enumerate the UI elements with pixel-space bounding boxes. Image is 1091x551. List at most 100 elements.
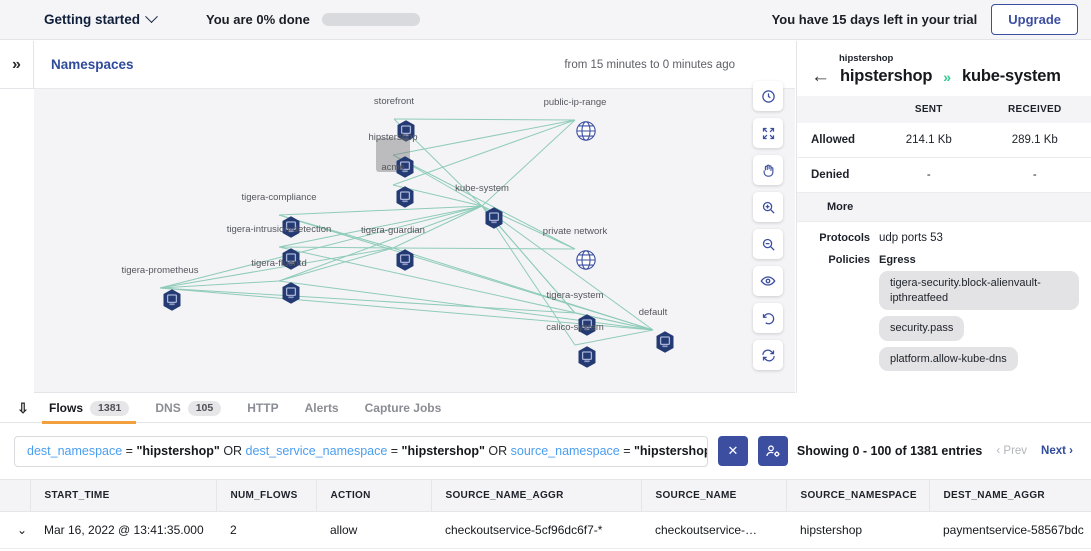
- zoom-in-icon[interactable]: [753, 192, 783, 222]
- query-token-val: "hipstershop: [634, 444, 708, 458]
- arrow-left-icon[interactable]: ←: [811, 66, 830, 87]
- policy-pill[interactable]: tigera-security.block-alienvault-ipthrea…: [879, 271, 1079, 311]
- policies-row: Policies Egress tigera-security.block-al…: [797, 244, 1091, 377]
- graph-title-namespaces[interactable]: Namespaces: [51, 57, 134, 72]
- expand-icon[interactable]: [753, 118, 783, 148]
- cell-source_name: checkoutservice-…: [641, 511, 786, 549]
- prev-page-button[interactable]: ‹ Prev: [996, 445, 1028, 457]
- chevron-double-down-icon[interactable]: ⇩: [17, 399, 29, 416]
- hand-icon[interactable]: [753, 155, 783, 185]
- tab-flows[interactable]: Flows 1381: [36, 394, 142, 424]
- query-token-op: =: [122, 444, 137, 458]
- tab-capture[interactable]: Capture Jobs: [352, 394, 455, 423]
- tab-label: Flows: [49, 401, 84, 415]
- onboarding-progress-bar: [321, 13, 420, 26]
- query-token-field: source_namespace: [510, 444, 620, 458]
- policies-direction-label: Egress: [879, 254, 916, 266]
- flows-col-source_name[interactable]: SOURCE_NAME: [641, 479, 787, 512]
- flows-col-source_name_aggr[interactable]: SOURCE_NAME_AGGR: [431, 479, 642, 512]
- flows-col-dest_name_aggr[interactable]: DEST_NAME_AGGR: [929, 479, 1091, 512]
- traffic-received-value: -: [978, 157, 1091, 193]
- detail-source-label: hipstershop: [840, 67, 933, 85]
- policy-list: tigera-security.block-alienvault-ipthrea…: [879, 271, 1079, 377]
- query-token-bool: OR: [219, 444, 246, 458]
- close-icon: ✕: [727, 443, 739, 458]
- cell-source_name_aggr: checkoutservice-5cf96dc6f7-*: [431, 511, 641, 549]
- results-count-label: Showing 0 - 100 of 1381 entries: [796, 444, 983, 458]
- traffic-row-label: Denied: [797, 157, 879, 193]
- query-token-bool: OR: [484, 444, 511, 458]
- graph-time-range-label: from 15 minutes to 0 minutes ago: [564, 59, 735, 71]
- cell-start_time: Mar 16, 2022 @ 13:41:35.000: [30, 511, 216, 549]
- traffic-summary-table: SENT RECEIVED Allowed 214.1 Kb 289.1 Kb …: [797, 96, 1091, 193]
- saved-filters-button[interactable]: [758, 436, 788, 466]
- next-page-button[interactable]: Next ›: [1041, 445, 1073, 457]
- double-chevron-right-icon: »: [12, 55, 21, 73]
- cell-action: allow: [316, 511, 431, 549]
- eye-icon[interactable]: [753, 266, 783, 296]
- cell-source_namespace: hipstershop: [786, 511, 929, 549]
- progress-label: You are 0% done: [206, 12, 310, 27]
- flows-col-source_namespace[interactable]: SOURCE_NAMESPACE: [786, 479, 930, 512]
- sidebar-expand-toggle[interactable]: »: [0, 41, 34, 89]
- detail-panel: hipstershop ← hipstershop » kube-system …: [796, 41, 1091, 393]
- clear-search-button[interactable]: ✕: [718, 436, 748, 466]
- traffic-table-header-row: SENT RECEIVED: [797, 96, 1091, 123]
- query-token-val: "hipstershop": [401, 444, 485, 458]
- policy-pill[interactable]: platform.allow-kube-dns: [879, 346, 1018, 372]
- getting-started-menu[interactable]: Getting started: [44, 10, 158, 27]
- search-input[interactable]: dest_namespace = "hipstershop" OR dest_s…: [14, 435, 708, 467]
- trial-status-label: You have 15 days left in your trial: [771, 12, 978, 27]
- flows-col-num_flows[interactable]: NUM_FLOWS: [216, 479, 317, 512]
- service-graph-pane: Namespaces from 15 minutes to 0 minutes …: [34, 41, 795, 393]
- graph-toolbar: [753, 81, 783, 370]
- search-row: dest_namespace = "hipstershop" OR dest_s…: [0, 423, 1091, 479]
- getting-started-label: Getting started: [44, 12, 141, 27]
- tab-http[interactable]: HTTP: [234, 394, 291, 423]
- graph-header: Namespaces: [34, 41, 795, 89]
- traffic-col-sent: SENT: [879, 96, 979, 123]
- flows-col-start_time[interactable]: START_TIME: [30, 479, 217, 512]
- traffic-col-received: RECEIVED: [978, 96, 1091, 123]
- traffic-row-denied: Denied - -: [797, 157, 1091, 193]
- tab-alerts[interactable]: Alerts: [292, 394, 352, 423]
- detail-header: hipstershop ← hipstershop » kube-system: [797, 41, 1091, 96]
- policy-pill[interactable]: security.pass: [879, 316, 965, 341]
- protocols-value: udp ports 53: [879, 232, 943, 244]
- user-settings-icon: [766, 445, 780, 457]
- query-token-op: =: [619, 444, 634, 458]
- tab-label: DNS: [155, 401, 181, 415]
- tab-label: HTTP: [247, 401, 279, 415]
- pagination: Showing 0 - 100 of 1381 entries ‹ Prev N…: [797, 444, 1077, 458]
- traffic-sent-value: -: [879, 157, 979, 193]
- traffic-row-allowed: Allowed 214.1 Kb 289.1 Kb: [797, 123, 1091, 158]
- search-query-text: dest_namespace = "hipstershop" OR dest_s…: [27, 444, 708, 458]
- refresh-icon[interactable]: [753, 340, 783, 370]
- undo-icon[interactable]: [753, 303, 783, 333]
- flows-col-expander: [0, 479, 31, 512]
- traffic-col-blank: [797, 96, 879, 123]
- zoom-out-icon[interactable]: [753, 229, 783, 259]
- tab-count-badge: 105: [187, 400, 222, 416]
- tab-count-badge: 1381: [90, 400, 130, 416]
- row-expand-chevron-icon[interactable]: ⌄: [0, 511, 30, 549]
- more-section-header[interactable]: More: [797, 193, 1091, 222]
- cell-num_flows: 2: [216, 511, 316, 549]
- traffic-sent-value: 214.1 Kb: [879, 123, 979, 158]
- tab-dns[interactable]: DNS 105: [142, 394, 234, 423]
- traffic-row-label: Allowed: [797, 123, 879, 158]
- clock-icon[interactable]: [753, 81, 783, 111]
- traffic-received-value: 289.1 Kb: [978, 123, 1091, 158]
- top-bar: Getting started You are 0% done You have…: [0, 0, 1091, 40]
- flows-col-action[interactable]: ACTION: [316, 479, 432, 512]
- protocols-row: Protocols udp ports 53: [797, 222, 1091, 244]
- upgrade-button[interactable]: Upgrade: [991, 4, 1078, 35]
